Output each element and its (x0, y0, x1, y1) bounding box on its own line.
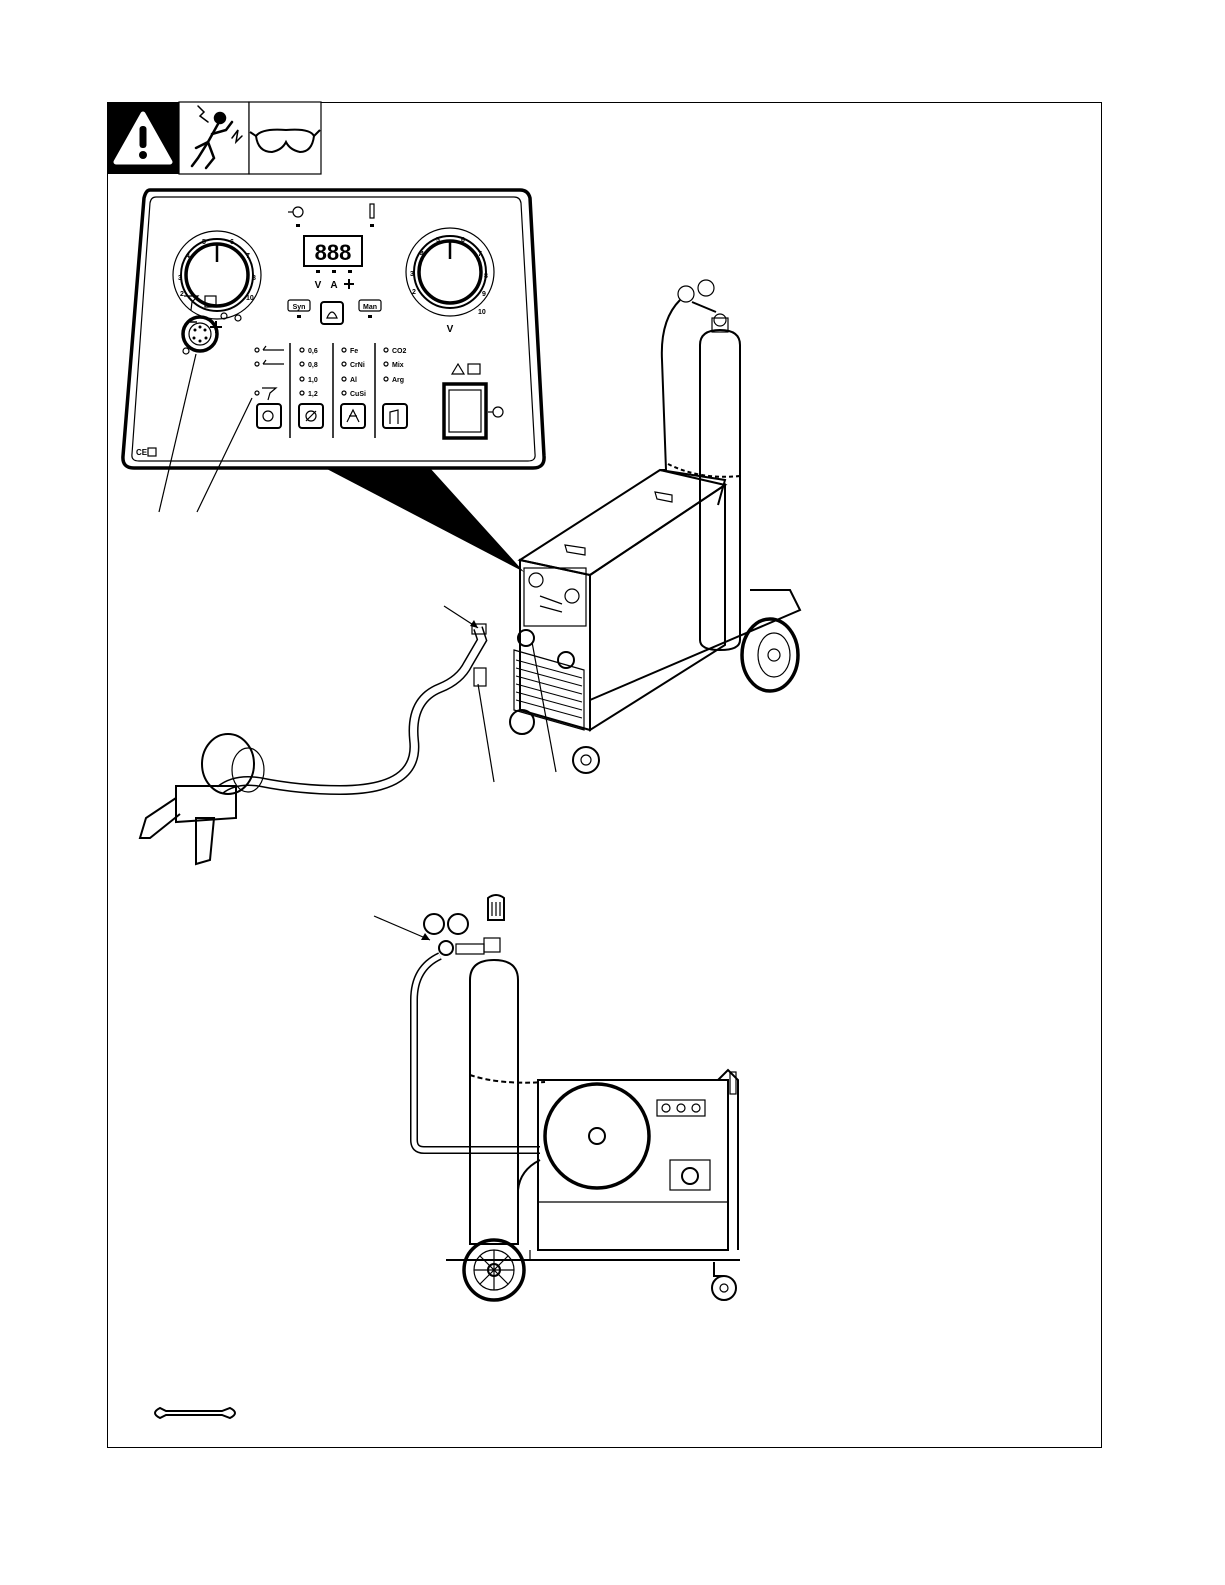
gas-button[interactable] (383, 404, 407, 428)
gauge-icon (698, 280, 714, 296)
sun-icon (235, 315, 241, 321)
svg-text:0,8: 0,8 (308, 362, 318, 369)
wire-size-selector: 0,6 0,8 1,0 1,2 (299, 348, 323, 428)
svg-text:6: 6 (230, 239, 234, 246)
svg-text:0,6: 0,6 (308, 348, 318, 355)
svg-text:9: 9 (482, 291, 486, 298)
svg-text:8: 8 (484, 273, 488, 280)
power-switch[interactable] (444, 364, 503, 438)
spool-gun (140, 624, 486, 864)
leader-connector (159, 354, 196, 512)
welder-cart-front-view (510, 280, 800, 773)
leader-regulator (374, 916, 430, 940)
shock-icon-box (179, 102, 249, 174)
svg-text:7: 7 (246, 253, 250, 260)
svg-text:2: 2 (180, 291, 184, 298)
material-selector: Fe CrNi Al CuSi (341, 348, 366, 428)
ce-mark: CE (136, 448, 148, 457)
control-panel: 888 V A 4 5 6 7 8 3 2 10 (123, 190, 544, 468)
svg-text:3: 3 (178, 275, 182, 282)
power-icon (493, 407, 503, 417)
spoolgun-icon (262, 388, 276, 400)
volt-meter-label: V (315, 280, 322, 291)
gun-type-selector (255, 346, 284, 428)
gauge-icon (448, 914, 468, 934)
amp-meter-label: A (330, 280, 337, 291)
svg-text:10: 10 (246, 295, 254, 302)
svg-text:1,2: 1,2 (308, 391, 318, 398)
manual-icon (468, 364, 480, 374)
gas-selector: CO2 Mix Arg (383, 348, 407, 428)
svg-text:CO2: CO2 (392, 348, 407, 355)
gauge-icon (424, 914, 444, 934)
display-digits: 888 (315, 240, 352, 265)
svg-text:5: 5 (202, 239, 206, 246)
svg-text:Mix: Mix (392, 362, 404, 369)
gas-purge-indicator-icon (288, 207, 303, 227)
svg-text:7: 7 (478, 251, 482, 258)
svg-text:CuSi: CuSi (350, 391, 366, 398)
svg-text:Arg: Arg (392, 377, 404, 384)
wire-speed-indicator-icon (344, 279, 354, 289)
mode-select-button[interactable] (321, 302, 343, 324)
svg-text:1,0: 1,0 (308, 377, 318, 384)
svg-text:8: 8 (252, 275, 256, 282)
man-indicator: Man (359, 300, 381, 318)
glasses-icon-box (249, 102, 321, 174)
svg-text:Al: Al (350, 377, 357, 384)
svg-text:4: 4 (420, 251, 424, 258)
leader-selector (197, 398, 252, 512)
svg-text:10: 10 (478, 309, 486, 316)
gauge-icon (678, 286, 694, 302)
svg-text:Syn: Syn (293, 304, 306, 311)
caution-icon (452, 364, 464, 374)
zoom-wedge (325, 468, 524, 572)
safety-header (107, 102, 321, 174)
wrench-icon (155, 1408, 235, 1418)
overtemp-indicator-icon (370, 204, 374, 227)
svg-text:Fe: Fe (350, 348, 358, 355)
syn-indicator: Syn (288, 300, 310, 318)
svg-text:CrNi: CrNi (350, 362, 365, 369)
gun-select-button[interactable] (257, 404, 281, 428)
svg-text:5: 5 (436, 237, 440, 244)
voltage-unit-label: V (447, 324, 454, 335)
voltage-knob[interactable]: 4 5 6 7 8 3 2 9 10 V (406, 228, 494, 335)
welder-cart-side-view (374, 895, 740, 1300)
leader-gun-connector (478, 684, 494, 782)
svg-text:3: 3 (410, 271, 414, 278)
svg-text:2: 2 (412, 289, 416, 296)
wire-speed-knob[interactable]: 4 5 6 7 8 3 2 10 (173, 231, 261, 333)
svg-text:Man: Man (363, 304, 377, 311)
digital-display: 888 V A (304, 236, 362, 291)
svg-text:4: 4 (186, 253, 190, 260)
svg-text:6: 6 (461, 237, 465, 244)
